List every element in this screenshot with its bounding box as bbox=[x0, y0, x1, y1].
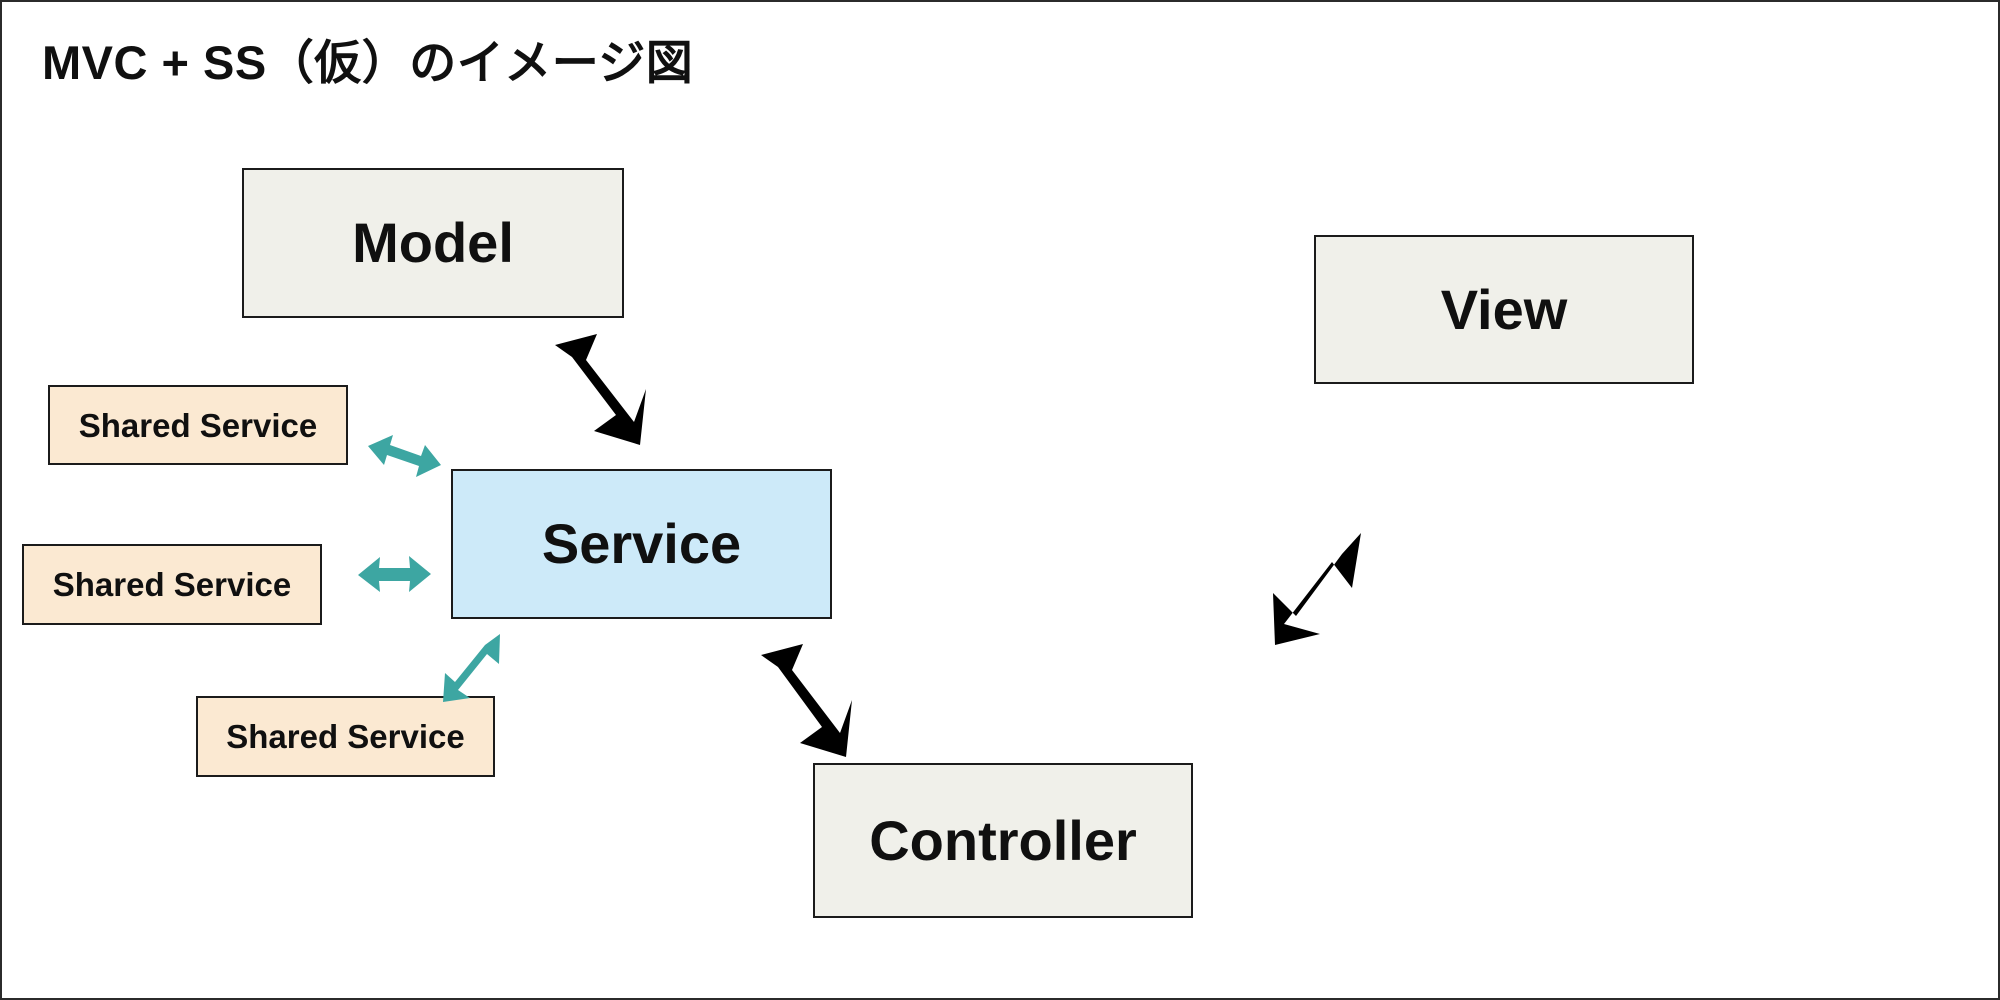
node-model-label: Model bbox=[352, 211, 514, 274]
node-shared-service-1-label: Shared Service bbox=[78, 406, 318, 444]
connector-shared-service-3-arrow bbox=[442, 632, 504, 704]
node-shared-service-1[interactable]: Shared Service bbox=[48, 385, 348, 465]
node-view[interactable]: View bbox=[1314, 235, 1694, 384]
connector-model-service-arrow bbox=[550, 327, 646, 450]
node-controller-label: Controller bbox=[869, 808, 1137, 872]
connector-shared-service-2-arrow bbox=[358, 554, 431, 595]
node-service-label: Service bbox=[541, 512, 742, 575]
connector-controller-view-arrow bbox=[1270, 528, 1366, 650]
node-shared-service-3-label: Shared Service bbox=[226, 718, 465, 755]
node-view-label: View bbox=[1440, 277, 1568, 341]
node-controller[interactable]: Controller bbox=[813, 763, 1193, 918]
node-service[interactable]: Service bbox=[451, 469, 832, 619]
node-shared-service-3[interactable]: Shared Service bbox=[196, 696, 495, 777]
connector-service-controller-arrow bbox=[756, 637, 852, 762]
node-shared-service-2-label: Shared Service bbox=[52, 566, 292, 603]
node-shared-service-2[interactable]: Shared Service bbox=[22, 544, 322, 625]
page-title: MVC + SS（仮）のイメージ図 bbox=[42, 36, 694, 89]
connector-shared-service-1-arrow bbox=[368, 434, 441, 479]
node-model[interactable]: Model bbox=[242, 168, 624, 318]
